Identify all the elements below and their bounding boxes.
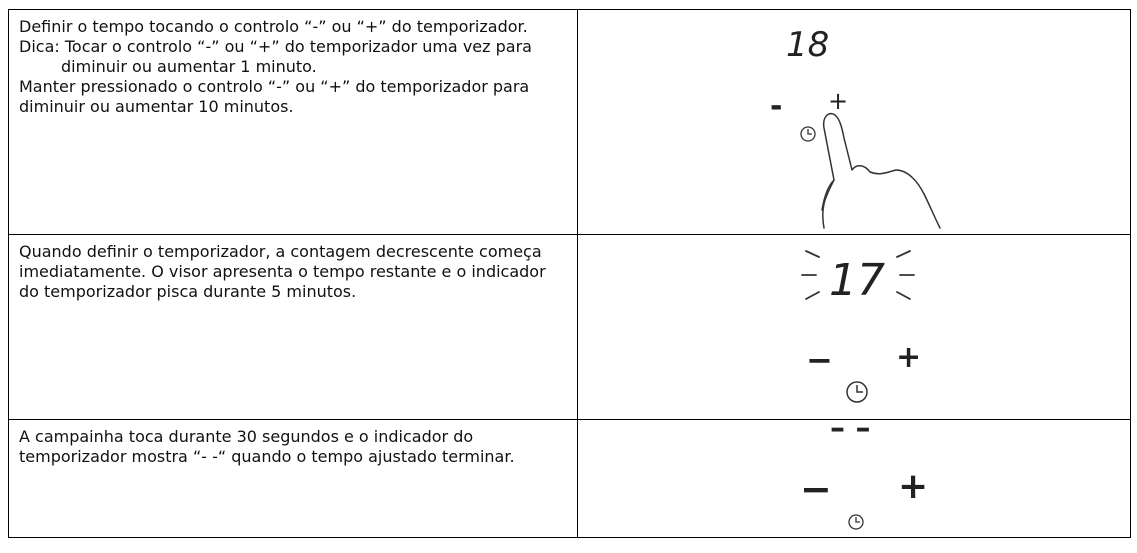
timer-display: 17: [829, 255, 885, 306]
instruction-paragraph: A campainha toca durante 30 segundos e o…: [19, 427, 515, 466]
clock-icon: [800, 126, 816, 142]
timer-display: 18: [786, 25, 829, 65]
minus-control[interactable]: −: [800, 467, 832, 511]
timer-countdown-illustration: 17 − +: [578, 235, 1130, 419]
clock-icon: [848, 514, 864, 530]
minus-control[interactable]: −: [806, 341, 833, 379]
plus-control[interactable]: +: [828, 87, 848, 115]
plus-control[interactable]: +: [896, 340, 921, 375]
finger-press-icon: [822, 112, 941, 229]
instruction-text-cell: Quando definir o temporizador, a contage…: [8, 234, 578, 420]
tip-paragraph: Dica: Tocar o controlo “-” ou “+” do tem…: [19, 37, 532, 76]
illustration-cell: 17 − +: [577, 234, 1131, 420]
timer-finished-illustration: – – − +: [578, 420, 1130, 537]
table-row: Quando definir o temporizador, a contage…: [8, 234, 1131, 420]
instruction-table: Definir o tempo tocando o controlo “-” o…: [8, 9, 1131, 538]
instruction-text-cell: Definir o tempo tocando o controlo “-” o…: [8, 9, 578, 235]
plus-control[interactable]: +: [898, 466, 928, 507]
clock-icon: [846, 381, 868, 403]
instruction-text-cell: A campainha toca durante 30 segundos e o…: [8, 419, 578, 538]
instruction-paragraph: Manter pressionado o controlo “-” ou “+”…: [19, 77, 530, 116]
illustration-cell: 18 - +: [577, 9, 1131, 235]
timer-display: – –: [830, 420, 870, 446]
minus-control[interactable]: -: [770, 89, 782, 124]
instruction-paragraph: Definir o tempo tocando o controlo “-” o…: [19, 17, 528, 36]
blink-rays-icon: [801, 250, 915, 300]
table-row: A campainha toca durante 30 segundos e o…: [8, 419, 1131, 538]
illustration-cell: – – − +: [577, 419, 1131, 538]
timer-set-illustration: 18 - +: [578, 10, 1130, 234]
table-row: Definir o tempo tocando o controlo “-” o…: [8, 9, 1131, 235]
instruction-paragraph: Quando definir o temporizador, a contage…: [19, 242, 546, 301]
